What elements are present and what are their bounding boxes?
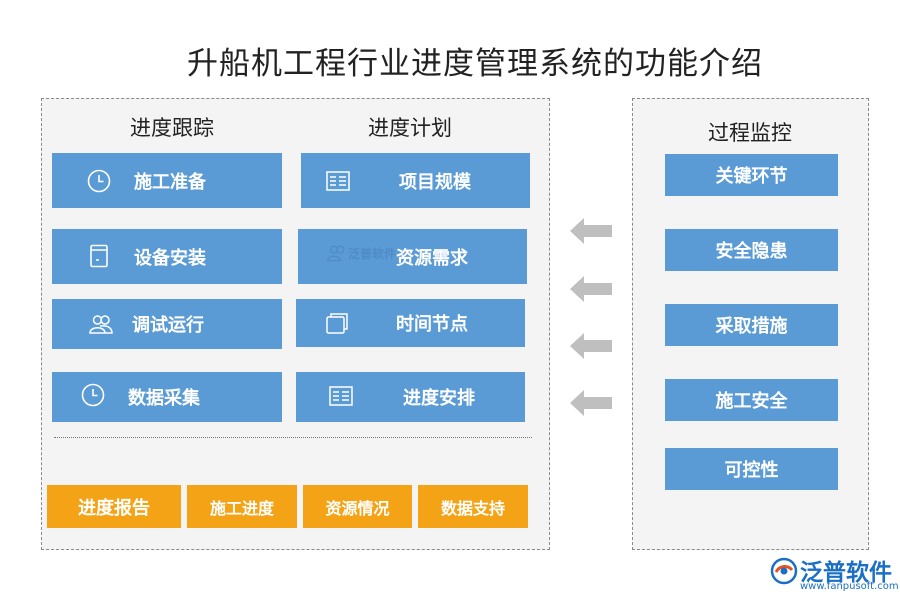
report-box[interactable]: 数据支持 — [418, 485, 528, 528]
report-box[interactable]: 进度报告 — [47, 485, 181, 528]
brand-logo-icon — [770, 557, 798, 585]
planning-box[interactable]: 项目规模 — [301, 153, 530, 208]
tracking-label: 调试运行 — [132, 315, 204, 336]
tracking-label: 数据采集 — [128, 388, 200, 409]
tracking-header: 进度跟踪 — [130, 116, 214, 140]
monitor-box[interactable]: 可控性 — [665, 448, 838, 490]
report-box[interactable]: 资源情况 — [303, 485, 412, 528]
page-title: 升船机工程行业进度管理系统的功能介绍 — [187, 46, 763, 82]
monitor-box[interactable]: 施工安全 — [665, 379, 838, 421]
document-icon — [90, 244, 108, 268]
clock-icon — [87, 169, 111, 193]
tracking-label: 施工准备 — [134, 171, 206, 193]
tracking-box[interactable]: 设备安装 — [52, 229, 282, 284]
arrow-left-icon — [570, 218, 612, 244]
monitor-header: 过程监控 — [708, 121, 792, 145]
monitor-box[interactable]: 安全隐患 — [665, 229, 838, 271]
arrow-left-icon — [570, 333, 612, 359]
clock-icon — [81, 383, 105, 407]
list-icon — [326, 171, 350, 191]
tracking-label: 设备安装 — [134, 247, 206, 269]
planning-label: 项目规模 — [399, 171, 471, 193]
planning-label: 进度安排 — [403, 388, 475, 409]
pages-icon — [326, 313, 348, 334]
arrow-left-icon — [570, 276, 612, 302]
planning-box[interactable]: 资源需求 — [298, 229, 527, 284]
watermark: 泛普软件 — [326, 242, 396, 264]
users-icon — [89, 315, 113, 334]
monitor-box[interactable]: 关键环节 — [665, 154, 838, 196]
report-box[interactable]: 施工进度 — [187, 485, 297, 528]
users-icon — [327, 245, 345, 262]
tracking-box[interactable]: 数据采集 — [52, 372, 282, 422]
brand-logo: 泛普软件 www.fanpusoft.com — [770, 553, 899, 593]
divider — [54, 437, 532, 438]
planning-header: 进度计划 — [368, 116, 452, 140]
monitor-box[interactable]: 采取措施 — [665, 304, 838, 346]
planning-label: 资源需求 — [396, 247, 468, 269]
tracking-box[interactable]: 调试运行 — [52, 299, 282, 349]
list-icon — [329, 386, 353, 406]
planning-box[interactable]: 进度安排 — [296, 372, 525, 422]
brand-url: www.fanpusoft.com — [800, 581, 899, 592]
brand-name: 泛普软件 — [800, 560, 892, 586]
tracking-box[interactable]: 施工准备 — [52, 153, 282, 208]
planning-label: 时间节点 — [396, 314, 468, 335]
planning-box[interactable]: 时间节点 — [296, 299, 525, 347]
watermark-text: 泛普软件 — [348, 246, 397, 261]
arrow-left-icon — [570, 390, 612, 416]
